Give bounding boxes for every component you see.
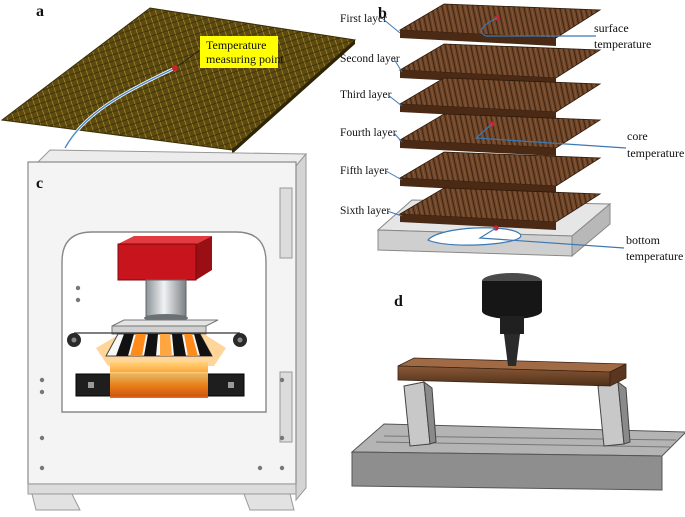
callout-leader	[177, 49, 201, 67]
bottom-label-2: temperature	[626, 249, 683, 263]
panel-d: d	[350, 273, 685, 491]
layer-label-1: First layer	[340, 13, 387, 25]
layer-label-3: Third layer	[340, 89, 392, 101]
panel-d-label: d	[394, 293, 403, 310]
layer-stack	[398, 3, 602, 230]
measuring-point-marker	[172, 65, 178, 71]
heated-sample	[110, 372, 208, 398]
layer-3	[398, 77, 602, 120]
cylinder-top	[118, 236, 212, 244]
panel-b-label: b	[378, 5, 387, 22]
press-side-slot-lower	[279, 371, 293, 443]
layer-label-2: Second layer	[340, 53, 400, 65]
layer-leader-6	[386, 210, 403, 217]
layer-label-5: Fifth layer	[340, 165, 388, 177]
core-leader	[474, 123, 627, 149]
piston-rod	[145, 279, 187, 317]
surface-label-2: temperature	[594, 37, 651, 51]
bolt	[39, 377, 45, 383]
layer-5	[398, 151, 602, 194]
panel-c-label: c	[36, 175, 43, 192]
bottom-leader	[478, 227, 625, 249]
hydraulic-cylinder	[117, 243, 197, 281]
panel-a-label: a	[36, 3, 44, 20]
core-label-1: core	[627, 129, 648, 143]
layer-1	[398, 3, 602, 46]
layer-leader-4	[393, 132, 403, 143]
test-base-front	[351, 451, 663, 491]
panel-a: a Temperature measuring point	[0, 3, 357, 154]
layer-leader-1	[382, 18, 401, 34]
press-base	[27, 483, 297, 495]
layer-leader-2	[393, 58, 403, 73]
bottom-wire-loop	[427, 227, 522, 246]
callout-box	[200, 36, 278, 68]
layer-label-6: Sixth layer	[340, 205, 390, 217]
upper-platen-top	[111, 319, 219, 327]
mesh-mat-edge	[232, 40, 355, 154]
layer-4	[398, 113, 602, 156]
bottom-label-1: bottom	[626, 233, 661, 247]
layer-2	[398, 43, 602, 86]
layer-leader-5	[385, 170, 403, 181]
surface-label-1: surface	[594, 21, 629, 35]
panel-c: c	[27, 149, 308, 511]
layer-6	[398, 187, 602, 230]
loading-nose	[504, 334, 520, 366]
load-adapter	[500, 316, 524, 334]
core-label-2: temperature	[627, 146, 684, 160]
right-foot	[243, 493, 295, 511]
cylinder-side	[196, 236, 212, 280]
test-base-top	[350, 423, 685, 457]
panel-b: b	[340, 3, 684, 263]
layer-leader-3	[387, 94, 403, 107]
mesh-mat	[0, 7, 357, 151]
press-frame-side	[295, 152, 307, 502]
surface-leader	[481, 17, 596, 37]
layer-label-4: Fourth layer	[340, 127, 397, 139]
left-foot	[31, 493, 81, 511]
mold-tray-side	[571, 202, 611, 258]
callout-line-1: Temperature	[206, 38, 266, 52]
thermocouple-wire-core	[64, 67, 176, 149]
callout-line-2: measuring point	[206, 52, 284, 66]
press-side-slot-upper	[279, 187, 293, 259]
